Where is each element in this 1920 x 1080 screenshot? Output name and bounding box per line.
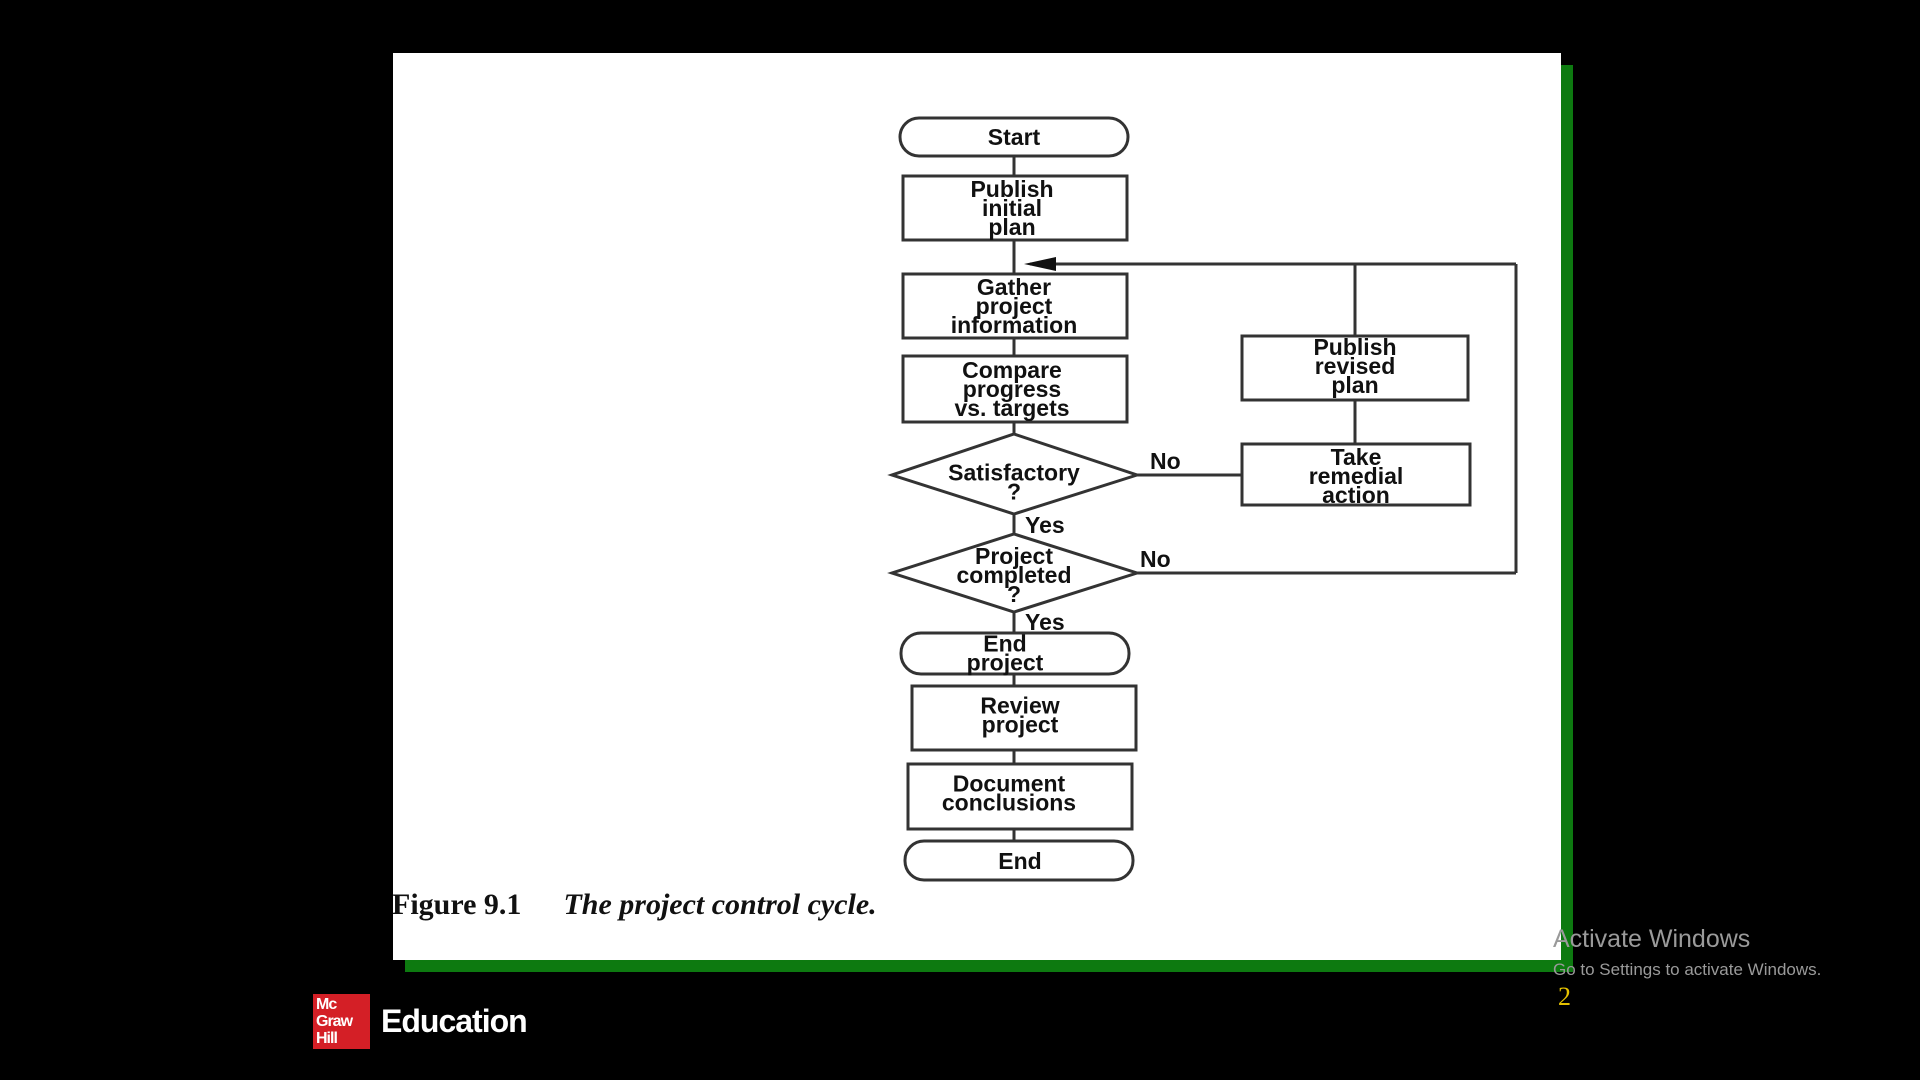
figure-number: Figure 9.1 — [392, 888, 522, 921]
publish-initial-label: initial — [982, 195, 1042, 221]
gather-label: Gather — [977, 274, 1051, 300]
publish-revised-plan-box — [1240, 334, 1470, 402]
remedial-label: Take — [1331, 444, 1382, 470]
start-terminal — [898, 116, 1130, 158]
end-label: End — [998, 848, 1041, 874]
review-label: Review — [980, 693, 1059, 719]
take-remedial-action-box — [1240, 442, 1472, 507]
publish-revised-label: Publish — [1313, 334, 1396, 360]
end-terminal — [903, 839, 1135, 882]
end-project-terminal — [899, 631, 1131, 676]
completed-label: ? — [1007, 581, 1021, 607]
completed-yes-label: Yes — [1025, 609, 1065, 635]
compare-label: Compare — [962, 357, 1062, 383]
publish-initial-plan-box — [901, 174, 1129, 242]
satisfactory-yes-label: Yes — [1025, 512, 1065, 538]
compare-progress-box — [901, 354, 1129, 424]
end-project-label: End — [983, 631, 1026, 657]
completed-no-label: No — [1140, 546, 1171, 572]
publish-initial-label: plan — [988, 214, 1035, 240]
satisfactory-label: Satisfactory — [948, 460, 1080, 486]
gather-label: information — [951, 312, 1078, 338]
start-label: Start — [988, 124, 1041, 150]
compare-label: progress — [963, 376, 1061, 402]
end-project-label: project — [967, 650, 1044, 676]
logo-text: Education — [381, 1003, 528, 1039]
review-label: project — [982, 712, 1059, 738]
figure-caption: Figure 9.1 The project control cycle. — [392, 888, 877, 922]
document-conclusions-box — [906, 762, 1134, 831]
satisfactory-label: ? — [1007, 479, 1021, 505]
publish-initial-label: Publish — [970, 176, 1053, 202]
remedial-label: action — [1322, 482, 1390, 508]
watermark-subtitle: Go to Settings to activate Windows. — [1553, 960, 1822, 979]
completed-label: completed — [956, 562, 1071, 588]
document-label: Document — [953, 771, 1066, 797]
completed-decision — [887, 532, 1142, 614]
figure-title: The project control cycle. — [563, 888, 877, 921]
satisfactory-no-label: No — [1150, 448, 1181, 474]
publish-revised-label: plan — [1331, 372, 1378, 398]
compare-label: vs. targets — [954, 395, 1069, 421]
gather-label: project — [976, 293, 1053, 319]
completed-label: Project — [975, 543, 1053, 569]
loop-arrowhead — [1024, 257, 1056, 271]
watermark-title: Activate Windows — [1553, 925, 1751, 953]
mcgraw-hill-logo: Mc Graw Hill Education — [313, 994, 528, 1049]
gather-information-box — [901, 272, 1129, 340]
slide-number: 2 — [1558, 982, 1571, 1011]
document-label: conclusions — [942, 790, 1076, 816]
remedial-label: remedial — [1309, 463, 1404, 489]
review-project-box — [910, 684, 1138, 752]
logo-mark: Mc Graw Hill — [313, 994, 370, 1049]
activate-windows-watermark: Activate Windows Go to Settings to activ… — [1553, 925, 1821, 980]
publish-revised-label: revised — [1315, 353, 1396, 379]
satisfactory-decision — [887, 432, 1142, 516]
